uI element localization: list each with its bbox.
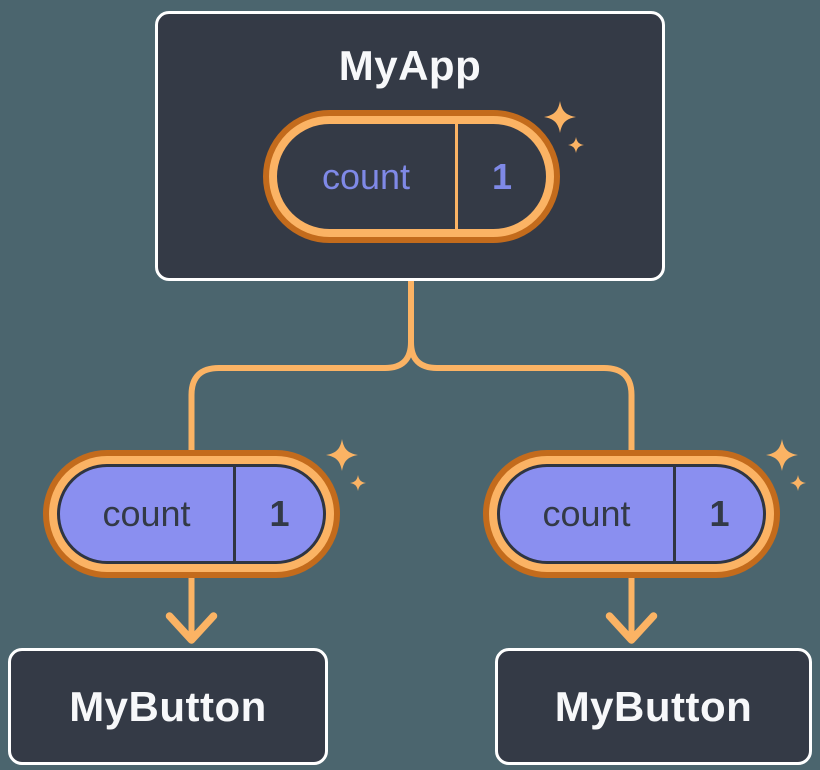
node-mybutton-right: MyButton bbox=[495, 648, 812, 765]
arrowhead-left bbox=[165, 612, 218, 644]
state-value: 1 bbox=[709, 493, 730, 534]
state-pill-left: count 1 bbox=[43, 450, 340, 578]
state-value: 1 bbox=[491, 155, 513, 197]
state-label: count bbox=[321, 155, 411, 197]
state-label: count bbox=[542, 493, 631, 534]
connector-branch-left bbox=[188, 339, 414, 639]
state-pill-root: count 1 bbox=[263, 110, 560, 243]
state-value: 1 bbox=[269, 493, 290, 534]
pill-divider bbox=[673, 467, 676, 561]
node-title: MyButton bbox=[69, 682, 267, 730]
state-pill-right: count 1 bbox=[483, 450, 780, 578]
sparkle-icon bbox=[326, 439, 366, 491]
state-label: count bbox=[102, 493, 191, 534]
pill-divider bbox=[455, 124, 458, 229]
sparkle-icon bbox=[766, 439, 806, 491]
node-mybutton-left: MyButton bbox=[8, 648, 328, 765]
arrowhead-right bbox=[605, 612, 658, 644]
pill-divider bbox=[233, 467, 236, 561]
node-title: MyButton bbox=[554, 682, 753, 730]
connector-branch-right bbox=[408, 339, 635, 639]
sparkle-icon bbox=[544, 101, 584, 153]
node-title: MyApp bbox=[338, 42, 482, 89]
